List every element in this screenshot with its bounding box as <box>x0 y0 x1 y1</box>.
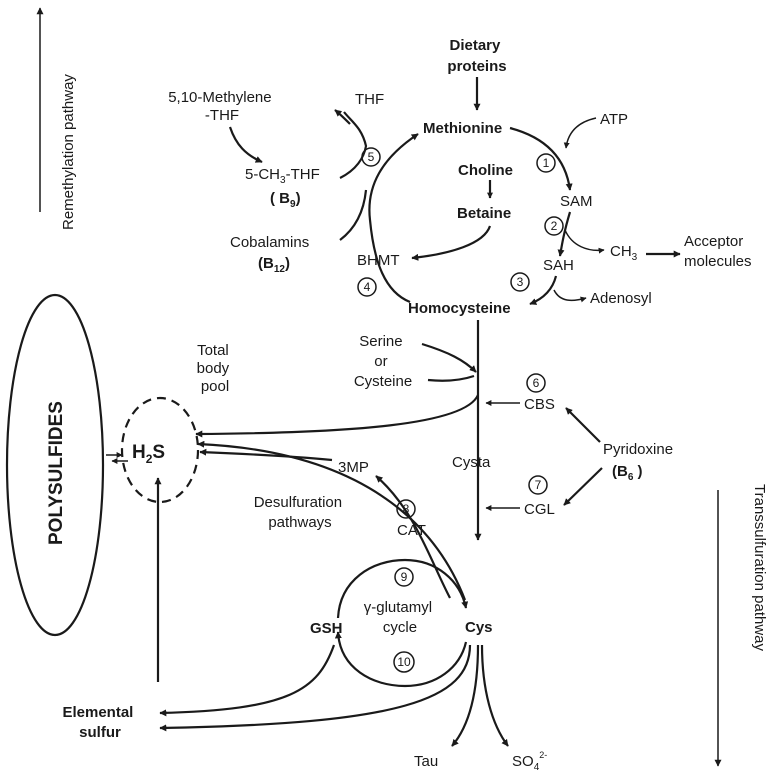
pyridoxine-to-cgl-arrow <box>563 467 603 506</box>
step-7-number: 7 <box>535 478 542 492</box>
thf-output-arrow <box>334 109 351 125</box>
serine-cysteine-label: Serine or Cysteine <box>354 333 412 390</box>
step-circles: 1 2 3 4 5 6 7 8 <box>357 147 564 673</box>
sulfate-label: SO42- <box>512 750 547 773</box>
pyridoxine-to-cbs-arrow <box>565 407 601 443</box>
cys-to-sulfate-arrow <box>480 644 509 747</box>
step-1-number: 1 <box>543 156 550 170</box>
vitamin-b9-label: ( B9) <box>270 190 301 210</box>
atp-input-arrow <box>563 117 597 149</box>
3mp-to-h2s-arrow <box>199 448 333 462</box>
cysta-label: Cysta <box>452 454 491 471</box>
elemental-sulfur-label: Elemental sulfur <box>62 704 137 741</box>
h2s-label: H2S <box>132 442 165 466</box>
methylene-to-ch3thf-arrow <box>228 126 263 164</box>
step-1-marker: 1 <box>536 153 556 173</box>
step-4-marker: 4 <box>357 277 377 297</box>
ch3thf-to-thf-curve <box>339 111 368 179</box>
glutamyl-cycle-upper-arc <box>336 558 469 619</box>
cys-to-elemental-sulfur-arrow <box>159 644 472 732</box>
vitamin-b12-label: (B12) <box>258 255 290 275</box>
acceptor-molecules-label: Acceptor molecules <box>684 233 752 270</box>
sam-to-sah-arrow <box>557 211 572 257</box>
cys-label: Cys <box>465 619 493 636</box>
step-5-marker: 5 <box>361 147 381 167</box>
cobalamins-cofactor-curve <box>339 189 368 241</box>
step-6-number: 6 <box>533 376 540 390</box>
polysulfides-ellipse <box>5 293 105 637</box>
step-2-number: 2 <box>551 219 558 233</box>
taurine-label: Tau <box>414 753 438 770</box>
step-10-number: 10 <box>397 655 411 669</box>
step-8-number: 8 <box>403 502 410 516</box>
total-body-pool-label: Total body pool <box>197 342 234 395</box>
betaine-to-bhmt-arrow <box>411 225 492 261</box>
3mp-label: 3MP <box>338 459 369 476</box>
step-10-marker: 10 <box>393 651 415 673</box>
step-8-marker: 8 <box>396 499 416 519</box>
methionine-label: Methionine <box>423 120 502 137</box>
remethylation-pathway-label: Remethylation pathway <box>60 74 77 230</box>
choline-label: Choline <box>458 162 513 179</box>
cysteine-input-curve <box>427 374 475 382</box>
cobalamins-label: Cobalamins <box>230 234 309 251</box>
pyridoxine-label: Pyridoxine <box>603 441 673 458</box>
atp-label: ATP <box>600 111 628 128</box>
ch3-thf-label: 5-CH3-THF <box>245 166 320 186</box>
step-3-number: 3 <box>517 275 524 289</box>
betaine-label: Betaine <box>457 205 511 222</box>
step-6-marker: 6 <box>526 373 546 393</box>
step-7-marker: 7 <box>528 475 548 495</box>
step-4-number: 4 <box>364 280 371 294</box>
gsh-label: GSH <box>310 620 343 637</box>
adenosyl-release-arrow <box>553 289 587 303</box>
thf-label: THF <box>355 91 384 108</box>
homocysteine-to-methionine-arc <box>368 133 419 304</box>
sah-to-homocysteine-arrow <box>529 275 558 306</box>
cbs-label: CBS <box>524 396 555 413</box>
methylene-thf-label: 5,10-Methylene -THF <box>168 89 276 124</box>
cys-to-3mp-arrow <box>375 475 451 599</box>
vitamin-b6-label: (B6 ) <box>612 463 643 483</box>
h2s-pool-dashed-ellipse <box>120 396 200 504</box>
homocysteine-to-h2s-arrow <box>195 394 480 438</box>
cys-to-tau-arrow <box>451 644 480 747</box>
gamma-glutamyl-cycle-label: γ-glutamyl cycle <box>364 599 437 636</box>
ch3-label: CH3 <box>610 243 638 263</box>
serine-input-arrow <box>421 342 477 373</box>
sam-label: SAM <box>560 193 593 210</box>
transsulfuration-pathway-label: Transsulfuration pathway <box>751 484 768 652</box>
step-2-marker: 2 <box>544 216 564 236</box>
glutamyl-cycle-lower-arc <box>334 631 468 688</box>
cys-to-h2s-arrow <box>197 440 467 601</box>
desulfuration-pathways-label: Desulfuration pathways <box>254 494 347 531</box>
step-9-marker: 9 <box>394 567 414 587</box>
cgl-label: CGL <box>524 501 555 518</box>
cat-label: CAT <box>397 522 426 539</box>
step-5-number: 5 <box>368 150 375 164</box>
step-3-marker: 3 <box>510 272 530 292</box>
adenosyl-label: Adenosyl <box>590 290 652 307</box>
homocysteine-label: Homocysteine <box>408 300 511 317</box>
gsh-to-elemental-sulfur-arrow <box>159 644 336 717</box>
dietary-proteins-label: Dietary proteins <box>447 37 506 75</box>
polysulfides-label: POLYSULFIDES <box>46 401 67 545</box>
methionine-to-sam-arrow <box>509 126 573 191</box>
sah-label: SAH <box>543 257 574 274</box>
step-9-number: 9 <box>401 570 408 584</box>
ch3-release-arrow <box>564 229 605 254</box>
